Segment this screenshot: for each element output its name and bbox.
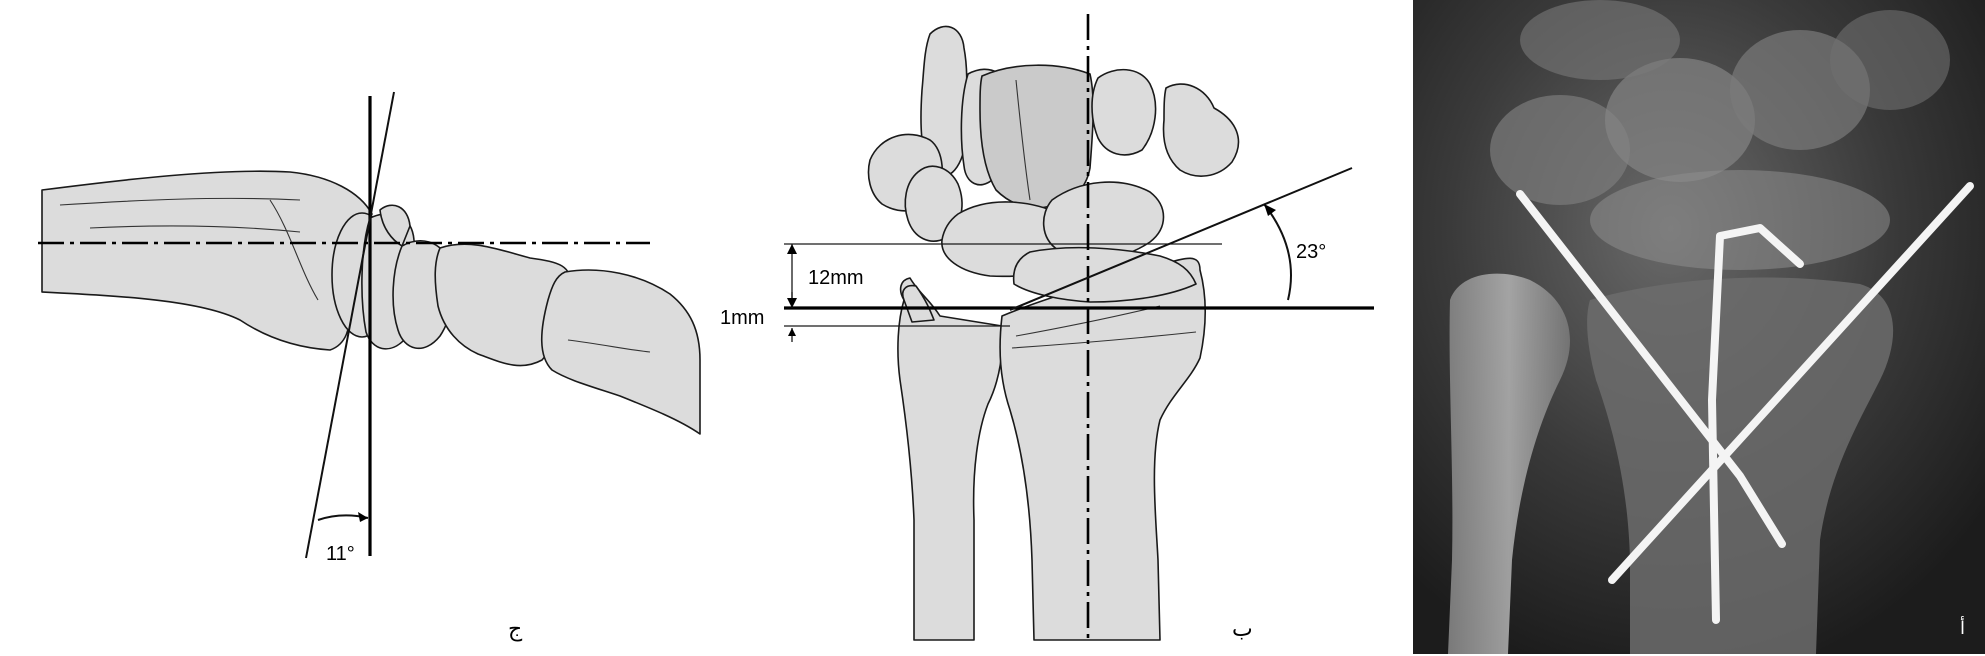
lateral-view-panel: 11° ج — [38, 91, 701, 642]
ap-ulna-bone — [897, 277, 1004, 641]
ap-capitate-bone — [979, 64, 1094, 209]
ap-offset-label: 1mm — [720, 307, 764, 329]
ap-panel-letter: ب — [1232, 617, 1253, 642]
ap-height-label: 12mm — [808, 267, 864, 289]
xray-kwire-1 — [1516, 190, 1786, 548]
xray-panel-letter: أ — [1960, 616, 1965, 639]
xray-panel: أ — [1413, 0, 1985, 654]
lateral-metacarpal-bone — [434, 243, 571, 367]
xray-kwire-2 — [1608, 182, 1974, 584]
xray-ulna — [1448, 273, 1570, 654]
lateral-angle-label: 11° — [326, 543, 355, 565]
lateral-panel-letter: ج — [508, 617, 523, 642]
lateral-phalanx-bone — [540, 269, 701, 435]
ap-trapezium-bone — [920, 25, 968, 177]
ap-view-panel: 12mm 1mm 23° ب — [720, 14, 1374, 644]
xray-kwire-3 — [1708, 224, 1804, 624]
ap-angle-label: 23° — [1296, 241, 1326, 263]
ap-radius-bone — [999, 257, 1207, 641]
